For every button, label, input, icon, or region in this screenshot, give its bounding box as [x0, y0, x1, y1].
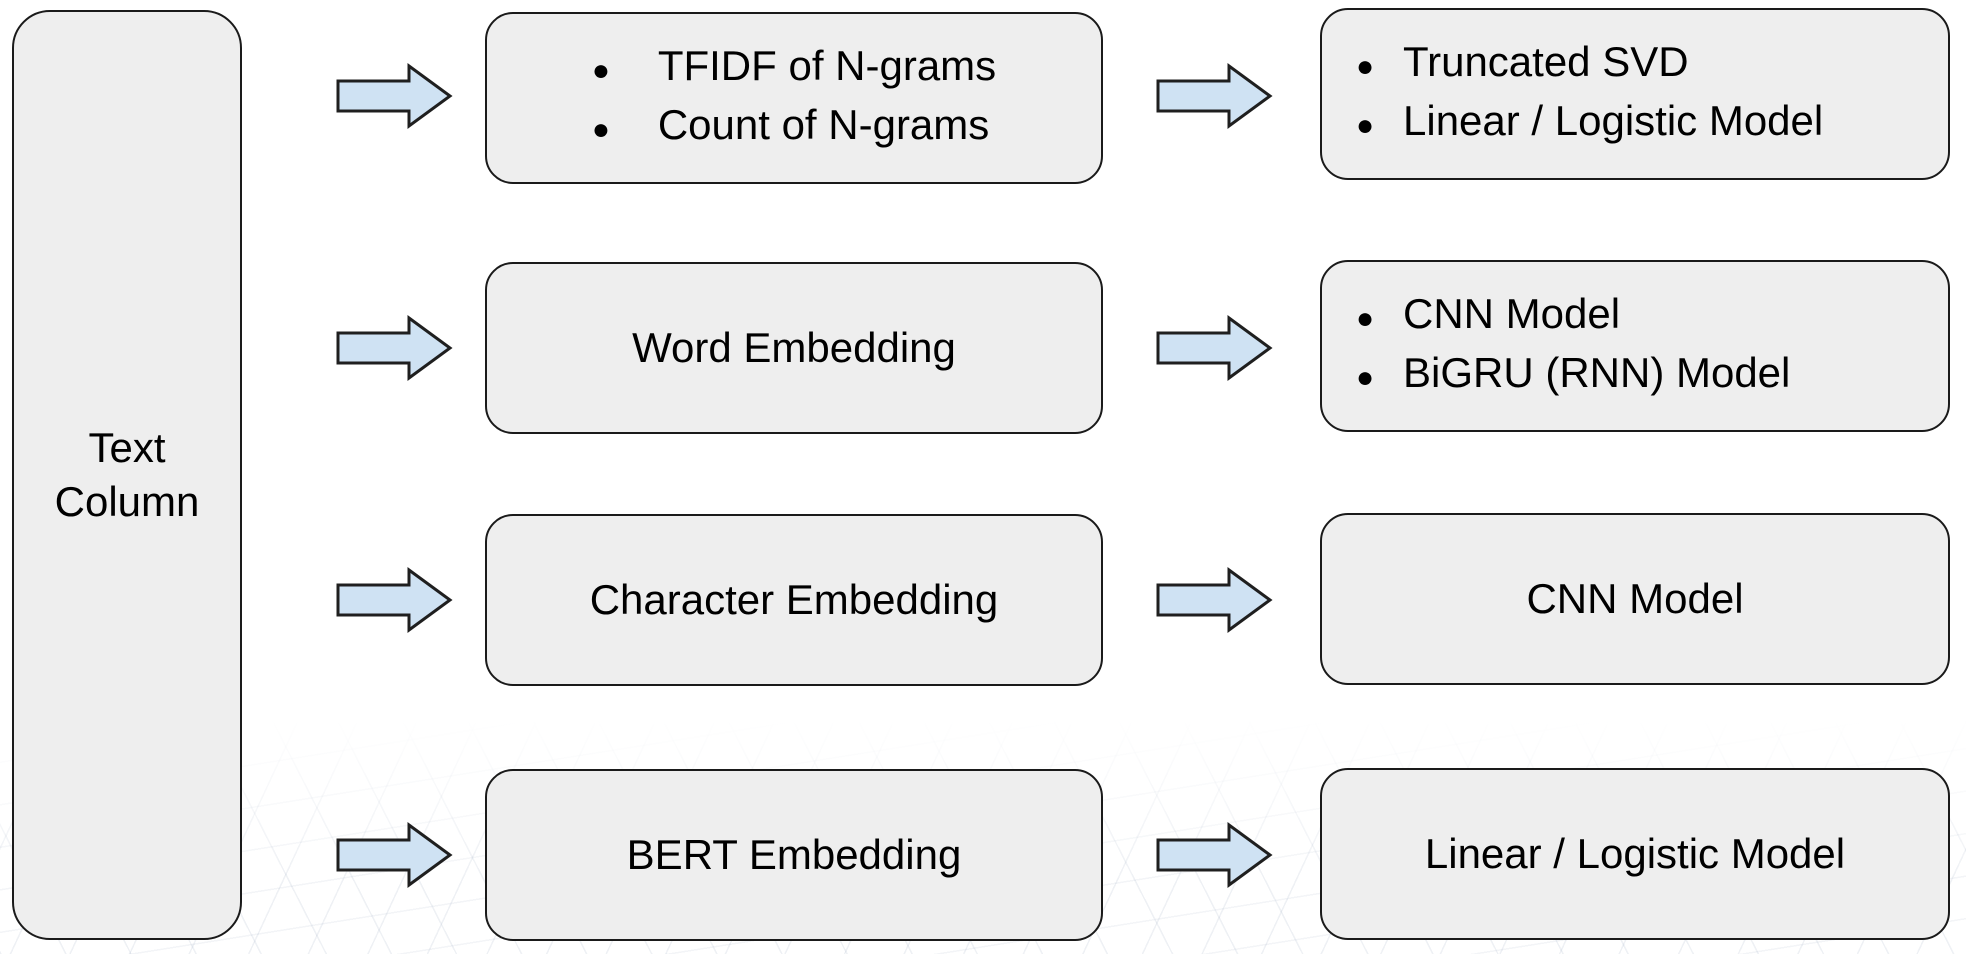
bullet-icon: ●	[591, 54, 610, 87]
model-box-linear-logistic: Linear / Logistic Model	[1320, 768, 1950, 940]
list-item: ● Count of N-grams	[592, 98, 996, 157]
arrow-right-icon	[336, 822, 453, 888]
source-box-text-column: Text Column	[12, 10, 242, 940]
list-item-label: Truncated SVD	[1403, 38, 1689, 85]
bullet-icon: ●	[591, 113, 610, 146]
box-label: Linear / Logistic Model	[1424, 830, 1846, 877]
arrow-right-icon	[336, 63, 453, 129]
bullet-icon: ●	[1356, 361, 1375, 394]
box-label: CNN Model	[1526, 575, 1744, 622]
box-label: Word Embedding	[632, 324, 956, 371]
arrow-right-icon	[1156, 315, 1273, 381]
feature-box-ngrams: ● TFIDF of N-grams ● Count of N-grams	[485, 12, 1103, 184]
model-box-cnn: CNN Model	[1320, 513, 1950, 685]
model-box-svd-linear: ● Truncated SVD ● Linear / Logistic Model	[1320, 8, 1950, 180]
box-label: BERT Embedding	[626, 831, 962, 878]
arrow-right-icon	[1156, 63, 1273, 129]
list-item-label: BiGRU (RNN) Model	[1403, 349, 1791, 396]
arrow-right-icon	[336, 567, 453, 633]
list-item: ● TFIDF of N-grams	[592, 39, 996, 98]
model-box-cnn-bigru: ● CNN Model ● BiGRU (RNN) Model	[1320, 260, 1950, 432]
list-item: ● Linear / Logistic Model	[1356, 94, 1823, 153]
arrow-right-icon	[1156, 822, 1273, 888]
list-item-label: TFIDF of N-grams	[657, 42, 997, 89]
list-item-label: Count of N-grams	[657, 101, 990, 148]
arrow-right-icon	[336, 315, 453, 381]
feature-box-word-embedding: Word Embedding	[485, 262, 1103, 434]
model-list: ● CNN Model ● BiGRU (RNN) Model	[1322, 287, 1790, 405]
bullet-icon: ●	[1356, 50, 1375, 83]
list-item: ● Truncated SVD	[1356, 35, 1823, 94]
source-box-label: Text Column	[54, 424, 200, 525]
box-label: Character Embedding	[589, 576, 999, 623]
list-item: ● CNN Model	[1356, 287, 1790, 346]
list-item: ● BiGRU (RNN) Model	[1356, 346, 1790, 405]
feature-box-bert-embedding: BERT Embedding	[485, 769, 1103, 941]
model-list: ● Truncated SVD ● Linear / Logistic Model	[1322, 35, 1823, 153]
arrow-right-icon	[1156, 567, 1273, 633]
bullet-icon: ●	[1356, 302, 1375, 335]
feature-box-character-embedding: Character Embedding	[485, 514, 1103, 686]
feature-list: ● TFIDF of N-grams ● Count of N-grams	[592, 39, 996, 157]
list-item-label: CNN Model	[1403, 290, 1621, 337]
bullet-icon: ●	[1356, 109, 1375, 142]
list-item-label: Linear / Logistic Model	[1403, 97, 1824, 144]
